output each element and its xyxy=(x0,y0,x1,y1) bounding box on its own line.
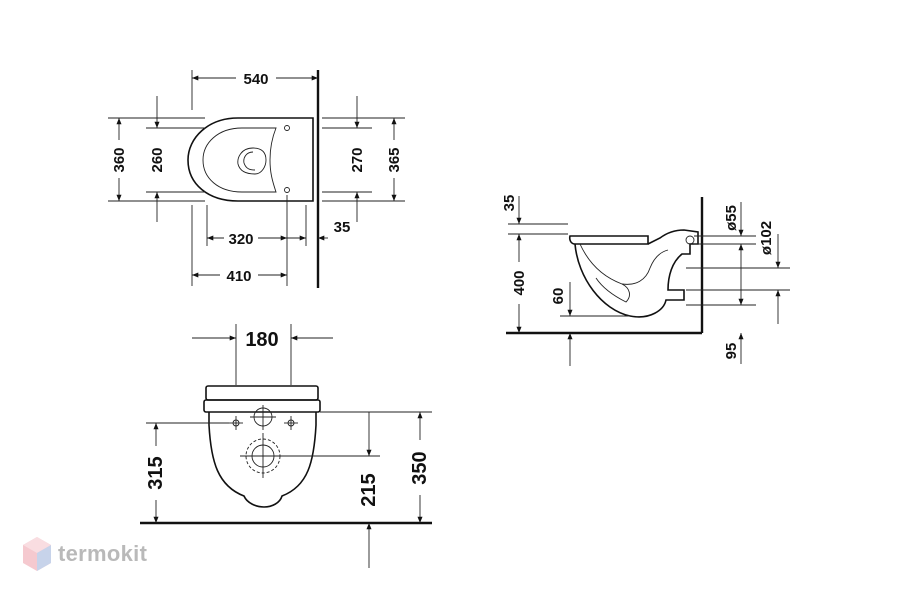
dim-inlet-diameter: ø55 xyxy=(723,205,740,231)
seat-lid xyxy=(205,385,319,401)
dim-depth-outer-right: 365 xyxy=(386,147,403,172)
dim-width-total: 540 xyxy=(243,71,268,88)
dim-depth-inner-right: 270 xyxy=(349,147,366,172)
bolt-hole-top xyxy=(284,125,290,131)
dim-seat-height-right: 350 xyxy=(409,451,431,484)
bolt-hole-bottom xyxy=(284,187,290,193)
dim-depth-outer-left: 360 xyxy=(111,147,128,172)
flush-opening xyxy=(237,147,267,175)
dim-outlet-diameter: ø102 xyxy=(758,221,775,255)
dim-fixing-spacing: 180 xyxy=(245,329,278,351)
side-bowl-inner xyxy=(579,243,630,303)
dim-outlet-offset: 60 xyxy=(550,288,567,305)
dim-rim-height: 35 xyxy=(501,195,518,212)
side-seat xyxy=(568,235,649,245)
dim-bolt-spacing: 320 xyxy=(228,231,253,248)
dim-depth-inner-left: 260 xyxy=(149,147,166,172)
seat-ring xyxy=(203,399,321,413)
bowl-inner-outline xyxy=(202,127,277,193)
front-view: 180 315 350 215 xyxy=(140,324,432,568)
brand-logo: termokit xyxy=(22,536,147,572)
dim-wall-offset: 35 xyxy=(334,219,351,236)
dim-seat-height-left: 315 xyxy=(145,456,167,489)
dim-floor-offset: 95 xyxy=(723,343,740,360)
dim-total-height: 400 xyxy=(511,270,528,295)
side-view: 35 400 60 ø55 ø102 95 xyxy=(501,195,790,366)
bowl-top-outline xyxy=(187,117,314,202)
side-bowl-outline xyxy=(574,229,699,318)
brand-hexagon-icon xyxy=(23,537,51,571)
dim-bowl-depth: 410 xyxy=(226,268,251,285)
top-view: 540 360 260 270 365 320 xyxy=(108,70,405,288)
brand-name: termokit xyxy=(58,541,148,566)
side-inlet-marker xyxy=(685,235,695,245)
side-trap xyxy=(621,249,669,285)
bowl-front-outline xyxy=(208,412,317,508)
dim-outlet-height: 215 xyxy=(358,473,380,506)
